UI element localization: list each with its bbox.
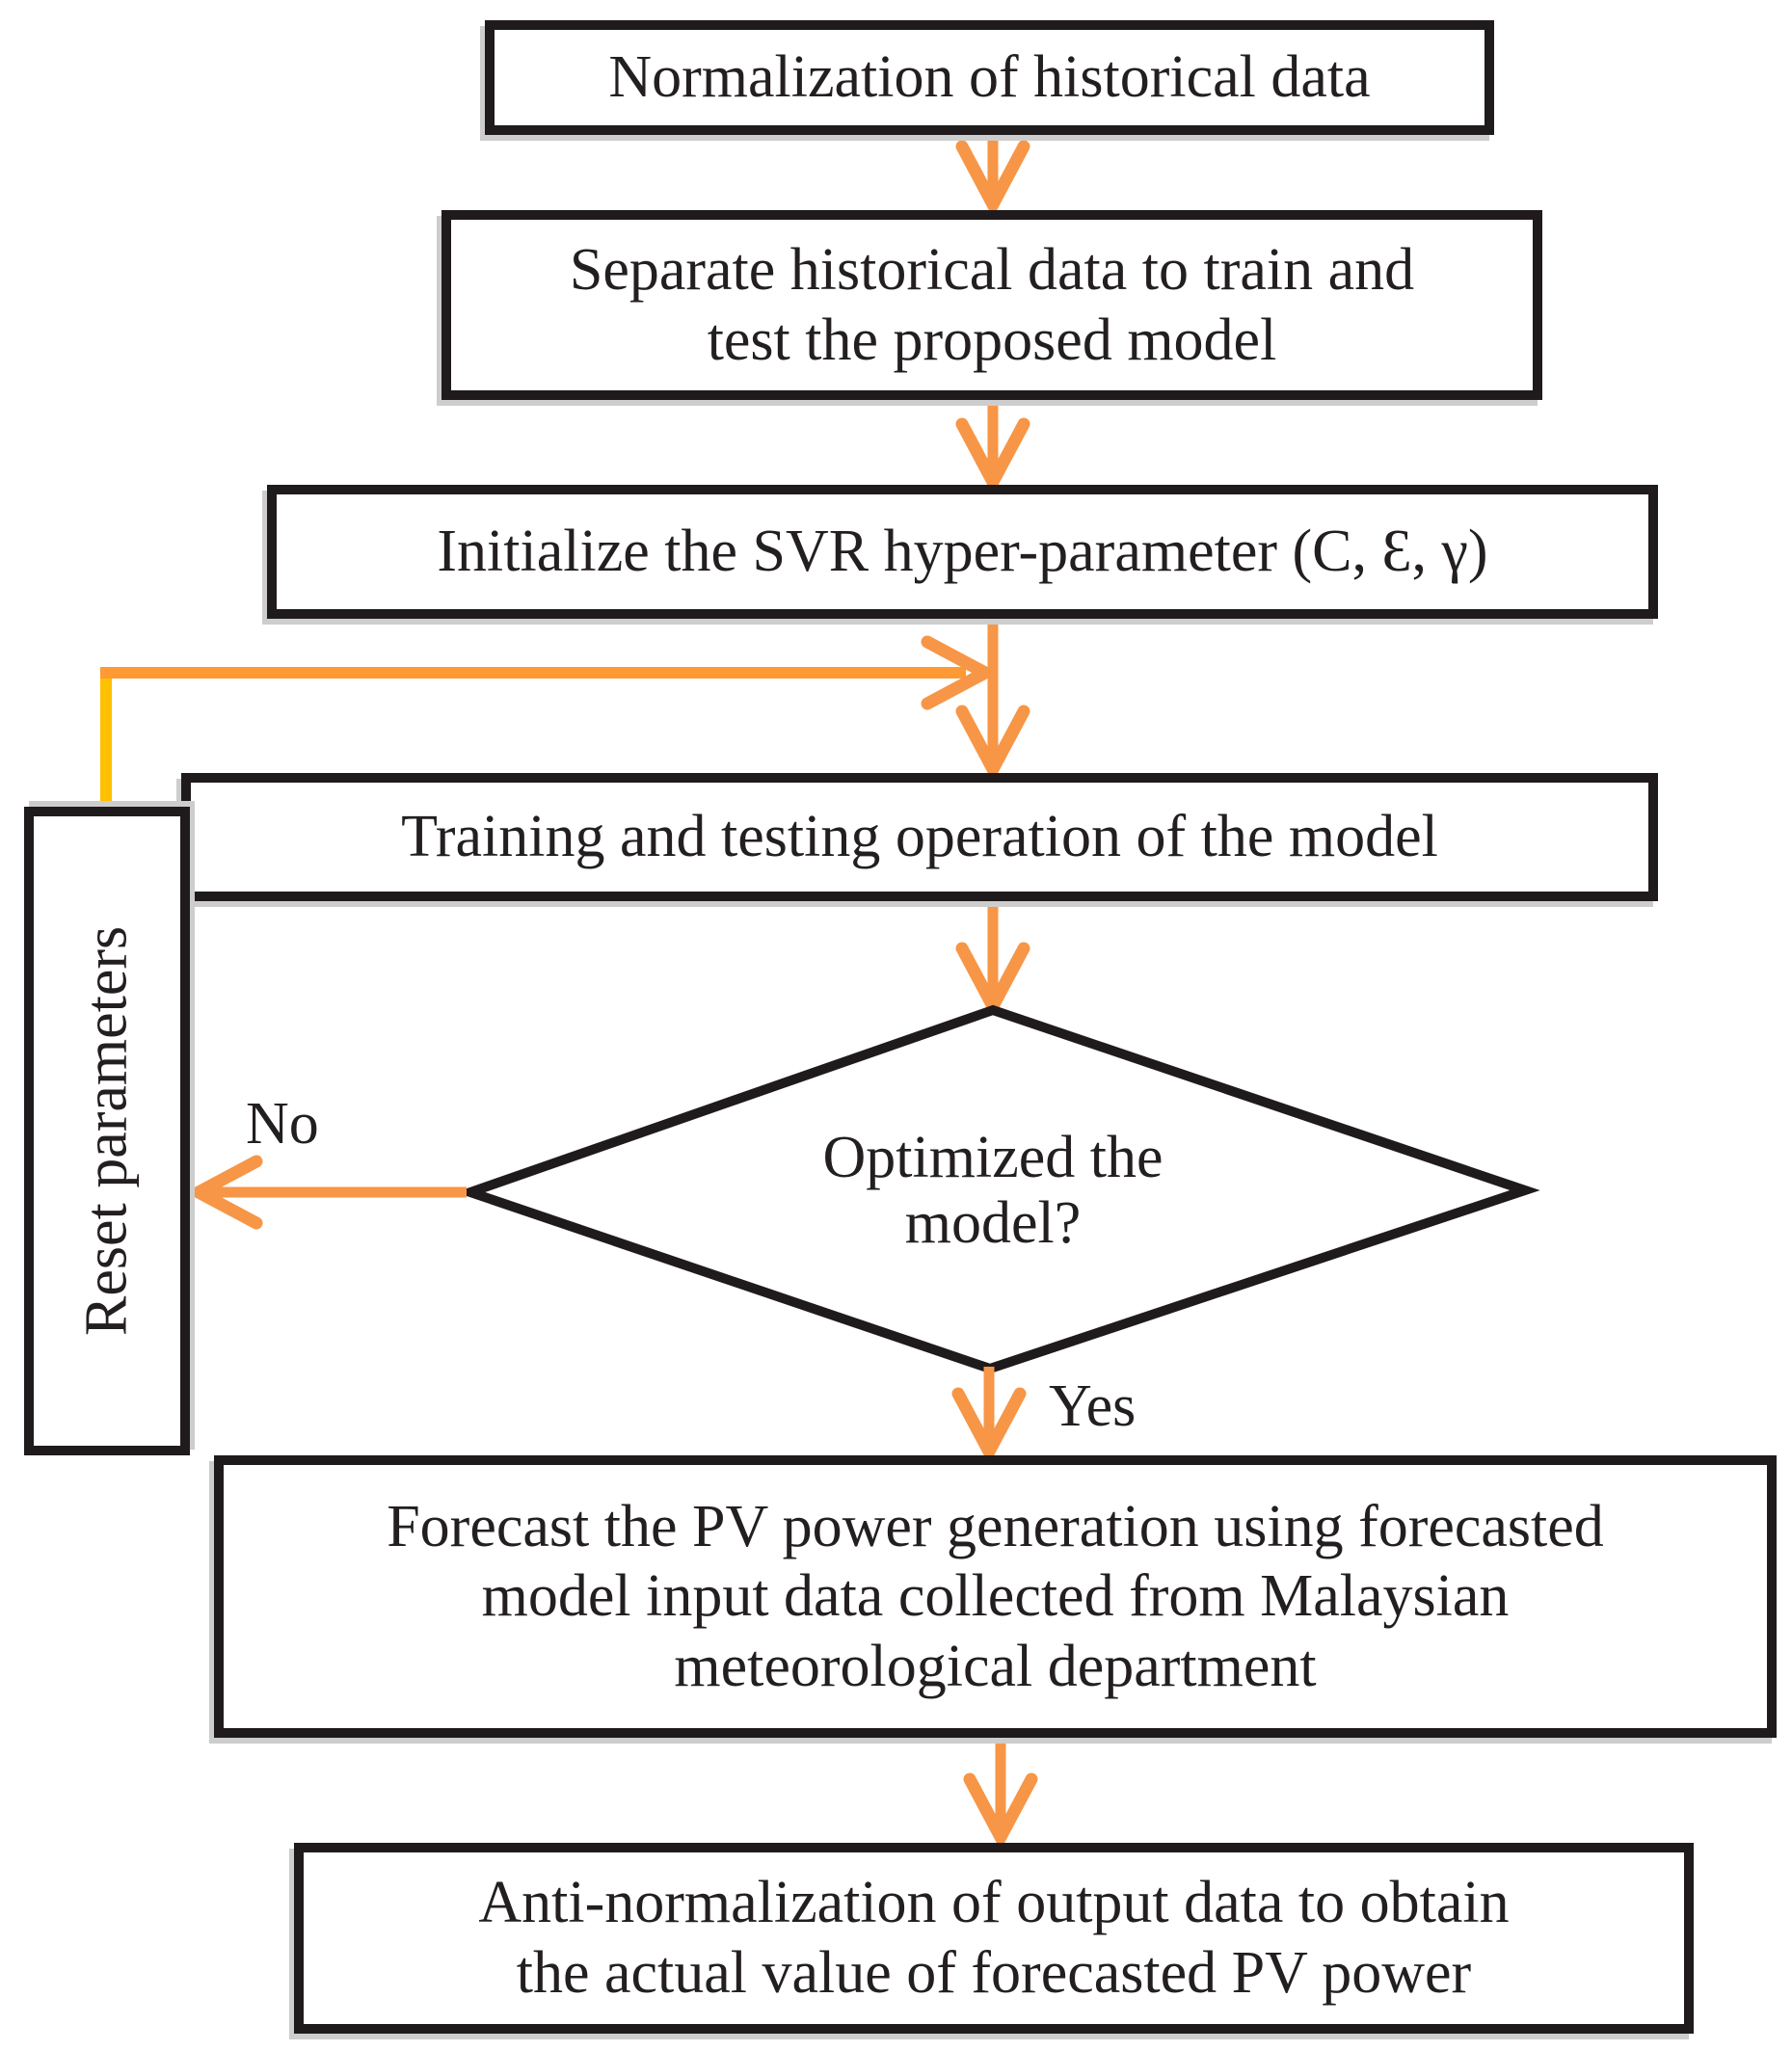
arrow-initialize-to-training	[955, 619, 1030, 783]
edge-label-yes: Yes	[1049, 1373, 1137, 1439]
arrow-forecast-to-antinormalize	[963, 1738, 1038, 1851]
node-reset-parameters-label: Reset parameters	[73, 925, 140, 1337]
arrowhead-right-icon	[921, 635, 999, 710]
node-separate: Separate historical data to train and te…	[441, 210, 1542, 400]
node-anti-normalize: Anti-normalization of output data to obt…	[294, 1843, 1694, 2034]
edge-label-no: No	[246, 1091, 319, 1157]
node-forecast-label: Forecast the PV power generation using f…	[387, 1493, 1604, 1699]
arrowhead-down-icon	[955, 705, 1030, 783]
arrow-separate-to-initialize	[955, 400, 1030, 495]
arrowhead-down-icon	[955, 140, 1030, 218]
arrow-no-to-reset	[185, 1155, 467, 1230]
node-decision-label: Optimized the model?	[822, 1124, 1163, 1256]
feedback-connector	[100, 635, 999, 812]
node-initialize: Initialize the SVR hyper-parameter (C, Ɛ…	[267, 485, 1658, 619]
arrow-training-to-decision	[955, 901, 1030, 1020]
node-separate-label: Separate historical data to train and te…	[569, 236, 1415, 373]
node-train-test-label: Training and testing operation of the mo…	[401, 804, 1438, 870]
arrowhead-down-icon	[951, 1387, 1027, 1465]
arrow-yes-to-forecast	[951, 1367, 1027, 1465]
arrowhead-left-icon	[185, 1155, 263, 1230]
arrow-normalize-to-separate	[955, 135, 1030, 218]
arrowhead-down-icon	[963, 1772, 1038, 1851]
node-normalize: Normalization of historical data	[485, 20, 1494, 135]
node-forecast: Forecast the PV power generation using f…	[214, 1455, 1777, 1738]
node-reset-parameters: Reset parameters	[24, 807, 190, 1455]
arrowhead-down-icon	[955, 417, 1030, 495]
node-normalize-label: Normalization of historical data	[608, 44, 1371, 111]
node-anti-normalize-label: Anti-normalization of output data to obt…	[478, 1870, 1510, 2006]
node-train-test: Training and testing operation of the mo…	[181, 773, 1658, 901]
node-initialize-label: Initialize the SVR hyper-parameter (C, Ɛ…	[437, 519, 1488, 585]
